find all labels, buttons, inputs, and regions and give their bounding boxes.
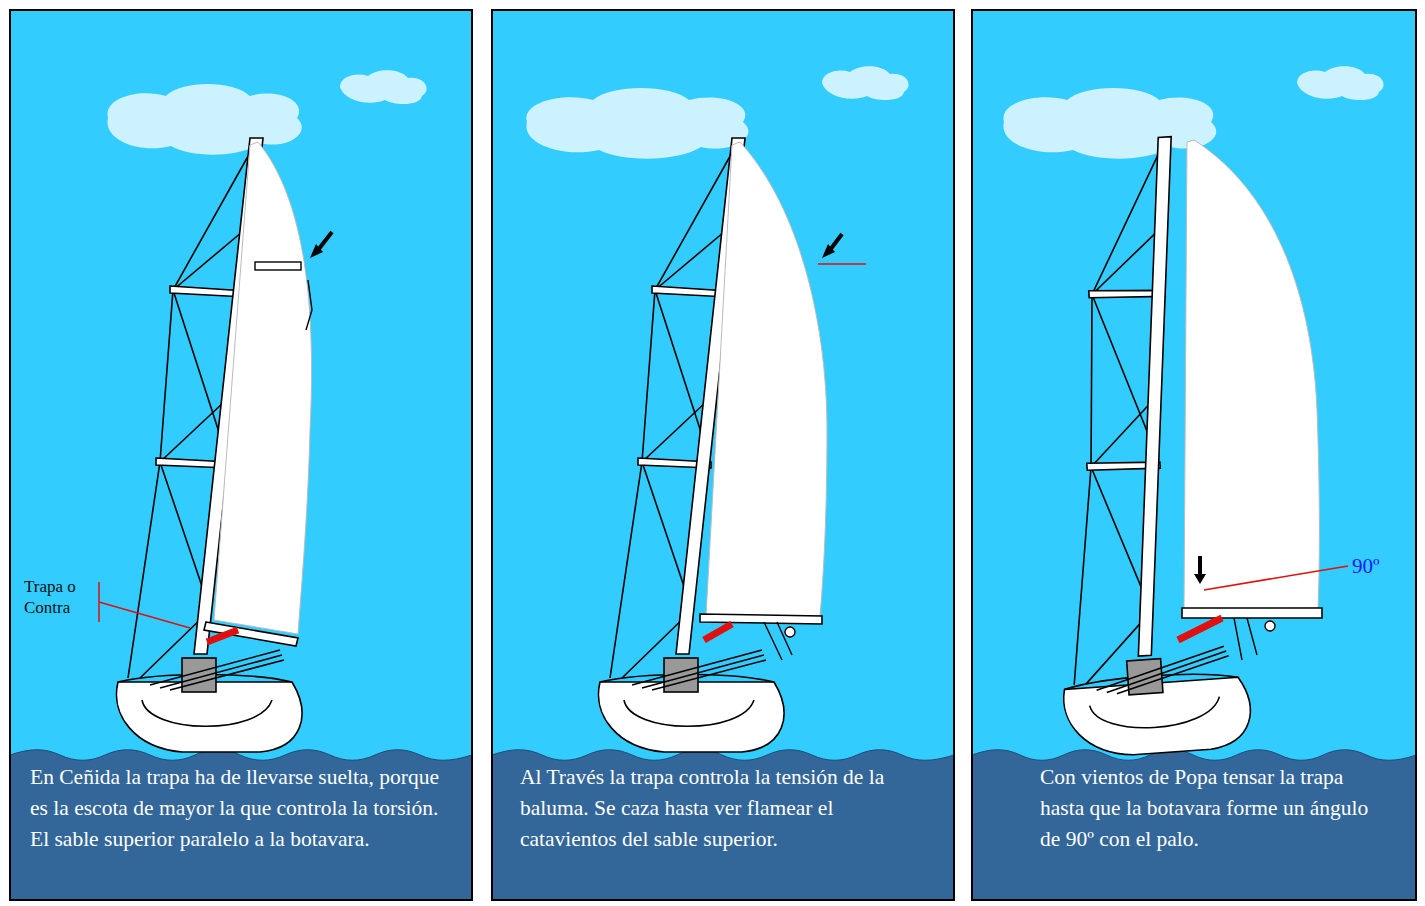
part-label: Trapa o Contra	[24, 576, 96, 619]
caption-text: Con vientos de Popa tensar la trapa hast…	[1040, 762, 1380, 855]
caption-text: En Ceñida la trapa ha de llevarse suelta…	[30, 762, 460, 855]
panel-box: En Ceñida la trapa ha de llevarse suelta…	[10, 10, 472, 900]
angle-label: 90º	[1352, 553, 1412, 579]
panel-box: Con vientos de Popa tensar la trapa hast…	[972, 10, 1416, 900]
caption-text: Al Través la trapa controla la tensión d…	[520, 762, 930, 855]
panel-box: Al Través la trapa controla la tensión d…	[492, 10, 954, 900]
